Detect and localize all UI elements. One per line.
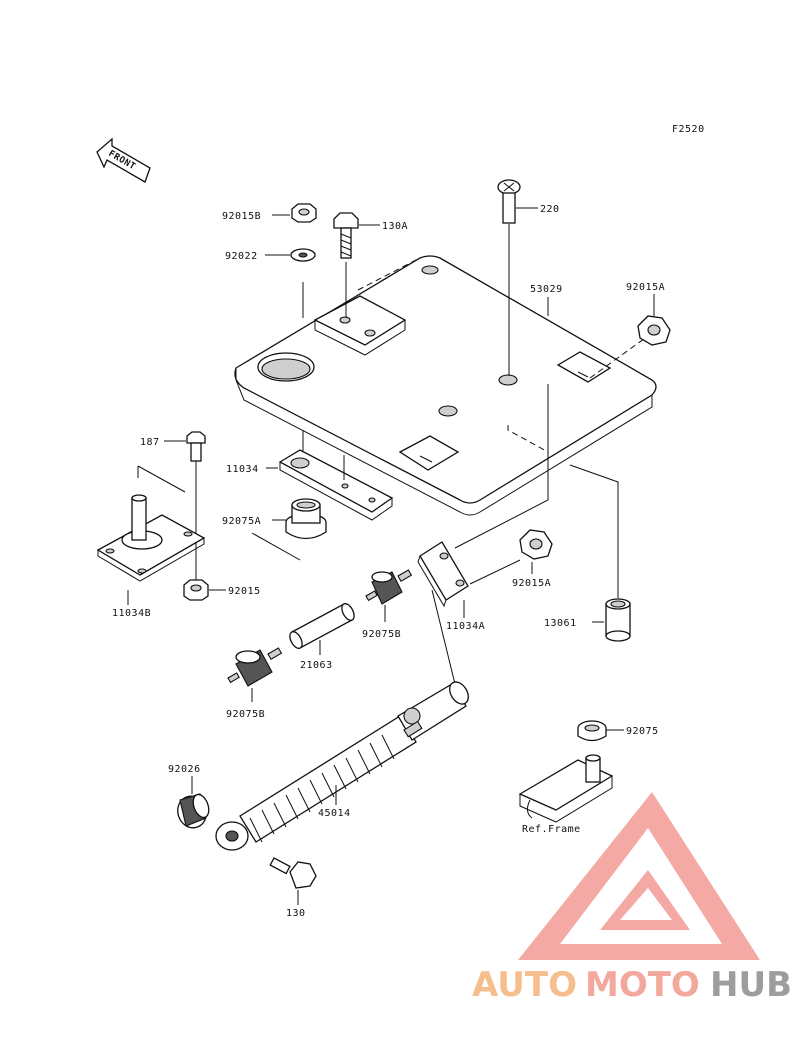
- label-130A: 130A: [382, 221, 408, 232]
- automotohub-watermark: AUTO MOTO HUB: [472, 792, 792, 1005]
- watermark-moto: MOTO: [585, 965, 700, 1005]
- bolt-220: [497, 179, 521, 224]
- label-130: 130: [286, 908, 306, 919]
- bolt-130: [269, 857, 317, 889]
- label-11034: 11034: [226, 464, 259, 475]
- label-21063: 21063: [300, 660, 333, 671]
- nut-92015A-top: [637, 315, 671, 346]
- figure-code: F2520: [672, 124, 705, 135]
- hidden-line: [507, 425, 549, 453]
- label-92022: 92022: [225, 251, 258, 262]
- label-11034A: 11034A: [446, 621, 485, 632]
- front-arrow-icon: FRONT: [96, 137, 151, 183]
- label-92015: 92015: [228, 586, 261, 597]
- watermark-auto: AUTO: [472, 965, 577, 1005]
- washer-92075: [577, 720, 607, 742]
- rubber-mount-92075B-mid: [365, 569, 413, 605]
- label-11034B: 11034B: [112, 608, 151, 619]
- mount-11034B: [96, 494, 206, 582]
- bracket-11034: [278, 449, 394, 521]
- label-187: 187: [140, 437, 160, 448]
- label-53029: 53029: [530, 284, 563, 295]
- bushing-92075A: [285, 498, 327, 540]
- watermark-hub: HUB: [710, 965, 792, 1005]
- bracket-11034A: [417, 541, 469, 608]
- label-92075B-mid: 92075B: [362, 629, 401, 640]
- hidden-line: [589, 335, 649, 379]
- nut-92015B: [291, 203, 317, 223]
- bushing-92026: [177, 793, 210, 829]
- bolt-130A: [333, 212, 359, 259]
- label-92015A-mid: 92015A: [512, 578, 551, 589]
- bolt-187: [186, 431, 206, 462]
- ref-frame-label: Ref.Frame: [522, 824, 581, 835]
- collar-13061: [605, 598, 631, 642]
- label-220: 220: [540, 204, 560, 215]
- label-45014: 45014: [318, 808, 351, 819]
- label-13061: 13061: [544, 618, 577, 629]
- label-92015A-top: 92015A: [626, 282, 665, 293]
- washer-92022: [290, 248, 316, 262]
- shock-absorber-45014: [215, 681, 469, 851]
- label-92075B-left: 92075B: [226, 709, 265, 720]
- label-92075: 92075: [626, 726, 659, 737]
- nut-92015: [183, 579, 209, 601]
- pin-21063: [289, 603, 355, 649]
- label-92015B: 92015B: [222, 211, 261, 222]
- hidden-line: [357, 257, 421, 291]
- label-92026: 92026: [168, 764, 201, 775]
- nut-92015A-mid: [519, 529, 553, 560]
- reference-frame: [518, 754, 614, 823]
- rubber-mount-92075B-left: [227, 647, 283, 687]
- label-92075A: 92075A: [222, 516, 261, 527]
- bracket-plate-53029: [234, 255, 657, 516]
